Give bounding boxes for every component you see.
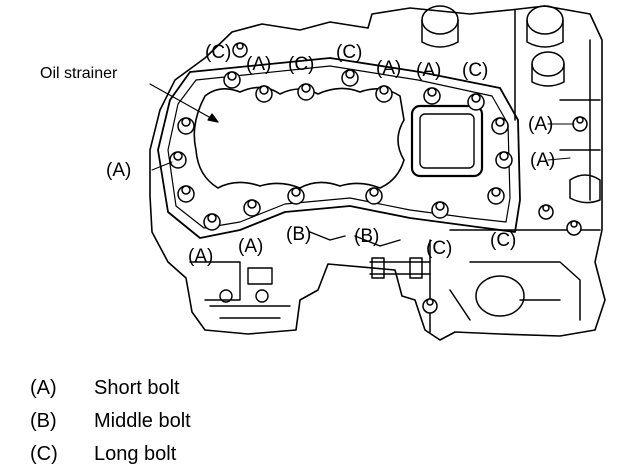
callout-c: (C) (288, 54, 314, 75)
lower-left-casting (189, 231, 401, 319)
legend-description: Short bolt (94, 377, 180, 399)
callout-a: (A) (246, 54, 271, 75)
legend-row-long-bolt: (C) Long bolt (30, 438, 191, 471)
gasket-inner-line (167, 65, 511, 229)
legend-key: (C) (30, 443, 58, 465)
callout-c: (C) (462, 60, 488, 81)
callout-a: (A) (376, 58, 401, 79)
solenoid-group (421, 5, 601, 204)
callout-c: (C) (205, 42, 231, 63)
oil-strainer-leader-arrow (207, 113, 219, 123)
legend-row-middle-bolt: (B) Middle bolt (30, 405, 191, 438)
callout-c: (C) (336, 42, 362, 63)
legend-key: (B) (30, 410, 57, 432)
legend-description: Middle bolt (94, 410, 191, 432)
callout-c: (C) (490, 230, 516, 251)
strainer-window-inner (419, 113, 475, 169)
callout-a: (A) (106, 160, 131, 181)
callout-a: (A) (530, 150, 555, 171)
callout-c: (C) (426, 238, 452, 259)
callout-labels: (C) (A) (C) (C) (A) (A) (C) (A) (A) (A) … (106, 42, 555, 267)
callout-a: (A) (238, 236, 263, 257)
lower-right-assembly (369, 229, 601, 333)
callout-b: (B) (354, 226, 379, 247)
legend-row-short-bolt: (A) Short bolt (30, 372, 191, 405)
bolt-legend: (A) Short bolt (B) Middle bolt (C) Long … (30, 372, 191, 471)
strainer-window-outer (410, 104, 484, 178)
valve-body-outline (149, 5, 606, 341)
callout-b: (B) (286, 224, 311, 245)
callout-a: (A) (528, 114, 553, 135)
oil-strainer-plate (193, 86, 405, 189)
callout-a: (A) (416, 60, 441, 81)
callout-leaders (151, 123, 575, 171)
oil-strainer-leader (149, 83, 219, 123)
gasket-outer-line (157, 57, 521, 239)
bolt-heads (169, 42, 588, 314)
oil-strainer-label: Oil strainer (40, 65, 118, 82)
callout-a: (A) (188, 246, 213, 267)
legend-key: (A) (30, 377, 57, 399)
legend-description: Long bolt (94, 443, 177, 465)
